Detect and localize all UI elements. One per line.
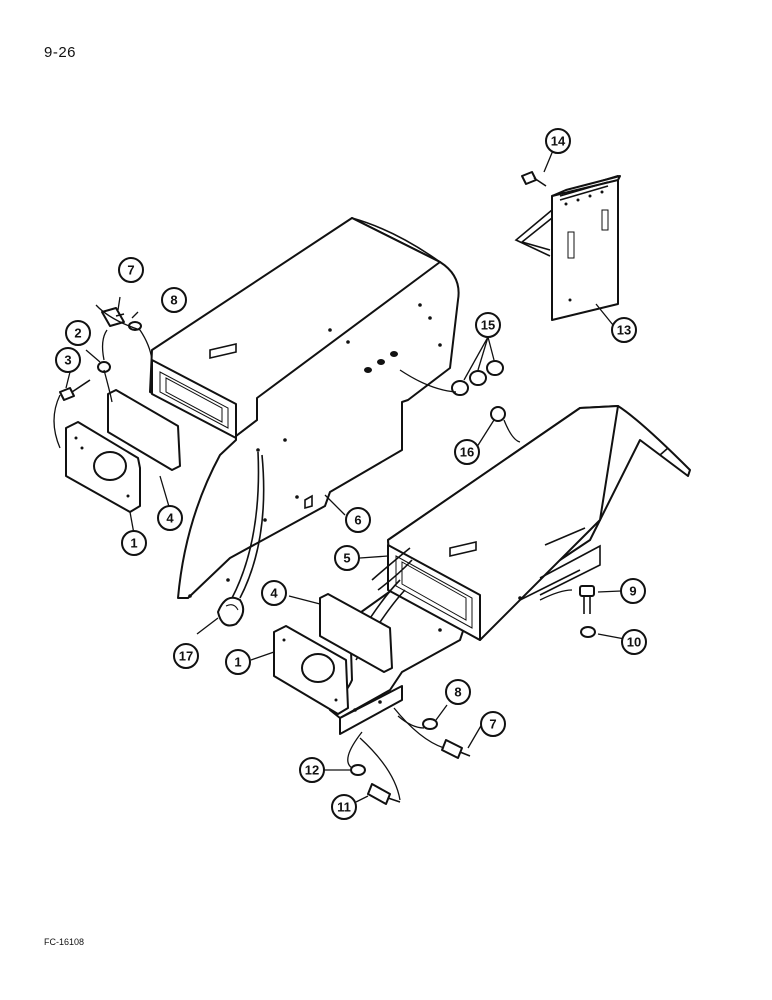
svg-text:13: 13 xyxy=(617,323,631,338)
callout-6: 6 xyxy=(345,507,371,533)
hardware xyxy=(59,171,596,805)
callout-7-upper: 7 xyxy=(118,257,144,283)
svg-text:14: 14 xyxy=(551,134,566,149)
svg-text:1: 1 xyxy=(234,655,241,670)
callouts: 1 2 3 4 7 8 6 14 13 15 16 5 9 10 4 17 1 … xyxy=(55,128,647,820)
callout-8-lower: 8 xyxy=(445,679,471,705)
svg-text:7: 7 xyxy=(127,263,134,278)
right-fender xyxy=(329,405,691,735)
svg-text:1: 1 xyxy=(130,536,137,551)
svg-text:9: 9 xyxy=(629,584,636,599)
lamp-bracket-lower xyxy=(273,593,393,715)
svg-text:5: 5 xyxy=(343,551,350,566)
callout-2: 2 xyxy=(65,320,91,346)
callout-12: 12 xyxy=(299,757,325,783)
svg-text:15: 15 xyxy=(481,318,495,333)
svg-text:3: 3 xyxy=(64,353,71,368)
callout-10: 10 xyxy=(621,629,647,655)
svg-text:8: 8 xyxy=(454,685,461,700)
callout-14: 14 xyxy=(545,128,571,154)
callout-3: 3 xyxy=(55,347,81,373)
svg-text:10: 10 xyxy=(627,635,641,650)
callout-1-lower: 1 xyxy=(225,649,251,675)
mounting-bracket xyxy=(514,175,621,321)
callout-17: 17 xyxy=(173,643,199,669)
callout-11: 11 xyxy=(331,794,357,820)
page-number: 9-26 xyxy=(44,44,77,61)
callout-1-upper: 1 xyxy=(121,530,147,556)
callout-4-lower: 4 xyxy=(261,580,287,606)
svg-text:6: 6 xyxy=(354,513,361,528)
callout-16: 16 xyxy=(454,439,480,465)
svg-text:12: 12 xyxy=(305,763,319,778)
callout-13: 13 xyxy=(611,317,637,343)
svg-text:8: 8 xyxy=(170,293,177,308)
callout-4-upper: 4 xyxy=(157,505,183,531)
svg-text:17: 17 xyxy=(179,649,193,664)
svg-text:7: 7 xyxy=(489,717,496,732)
callout-7-lower: 7 xyxy=(480,711,506,737)
svg-text:16: 16 xyxy=(460,445,474,460)
svg-text:4: 4 xyxy=(166,511,174,526)
callout-5: 5 xyxy=(334,545,360,571)
svg-text:4: 4 xyxy=(270,586,278,601)
callout-15: 15 xyxy=(475,312,501,338)
svg-text:11: 11 xyxy=(337,800,351,815)
figure-code: FC-16108 xyxy=(44,937,85,947)
lamp-bracket-upper xyxy=(65,389,181,513)
callout-9: 9 xyxy=(620,578,646,604)
callout-8-upper: 8 xyxy=(161,287,187,313)
svg-text:2: 2 xyxy=(74,326,81,341)
